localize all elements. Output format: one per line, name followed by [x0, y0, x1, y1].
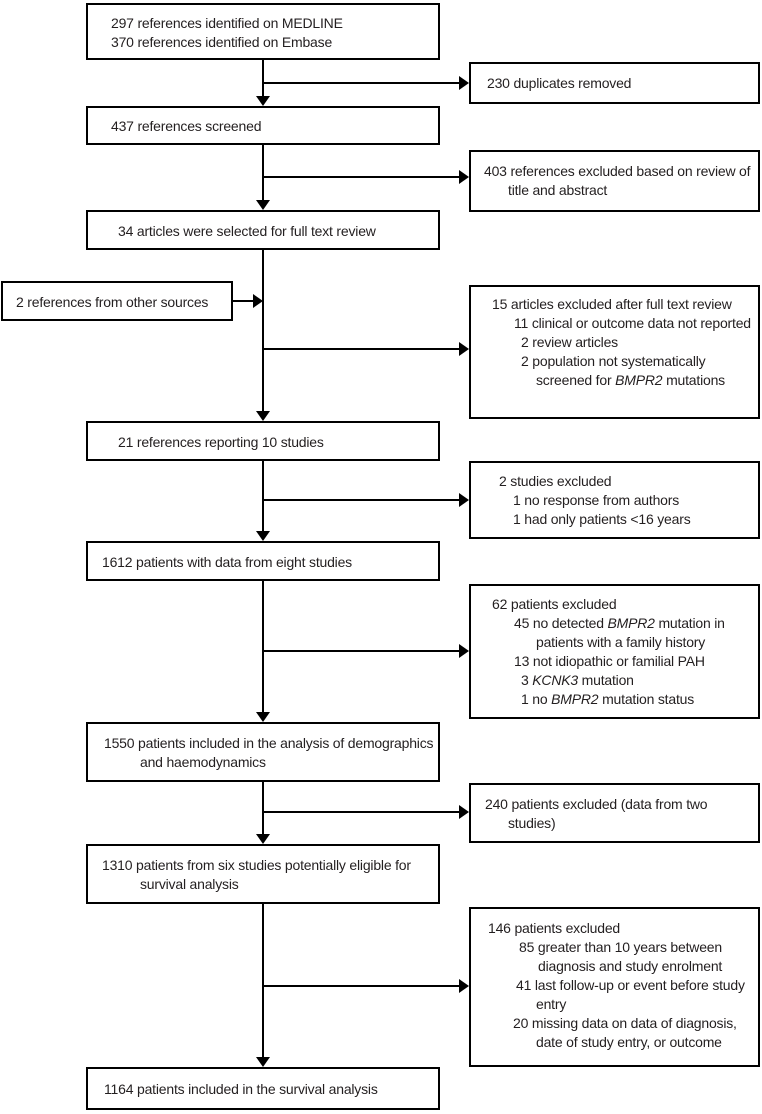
box-text-line: 1164 patients included in the survival a…	[104, 1081, 378, 1097]
box-other-sources: 2 references from other sources	[1, 281, 233, 321]
arrow-right-icon	[459, 76, 469, 90]
box-text-line: 437 references screened	[111, 118, 262, 134]
arrow-down-icon	[256, 712, 270, 722]
box-text-line: 41 last follow-up or event before study …	[516, 977, 745, 1012]
box-survival-analysis: 1164 patients included in the survival a…	[86, 1067, 440, 1110]
box-text-line: 15 articles excluded after full text rev…	[492, 296, 732, 312]
box-patients-excluded-240: 240 patients excluded (data from two stu…	[469, 783, 760, 843]
arrow-right-icon	[459, 493, 469, 507]
arrow-right-icon	[459, 979, 469, 993]
box-excluded-title-abstract: 403 references excluded based on review …	[469, 150, 760, 212]
arrow-down-icon	[256, 200, 270, 210]
box-text-line: 403 references excluded based on review …	[484, 163, 751, 198]
box-text-line: 370 references identified on Embase	[111, 34, 333, 50]
box-text-line: 34 articles were selected for full text …	[118, 223, 376, 239]
box-fulltext-review: 34 articles were selected for full text …	[86, 210, 440, 250]
arrow-right-icon	[459, 805, 469, 819]
box-text-line: 45 no detected BMPR2 mutation in patient…	[514, 615, 725, 650]
flow-line-branch-1	[263, 82, 460, 84]
box-text-line: 1 no BMPR2 mutation status	[521, 691, 695, 707]
box-text-line: 240 patients excluded (data from two stu…	[485, 796, 708, 831]
box-text-line: 146 patients excluded	[488, 920, 621, 936]
box-text-line: 1612 patients with data from eight studi…	[102, 554, 352, 570]
flow-line-vertical-4	[262, 461, 264, 533]
box-text-line: 13 not idiopathic or familial PAH	[514, 653, 705, 669]
box-eligible-survival: 1310 patients from six studies potential…	[86, 844, 440, 904]
flow-line-other-sources	[233, 300, 254, 302]
box-references-screened: 437 references screened	[86, 106, 440, 145]
box-text-line: 230 duplicates removed	[487, 75, 632, 91]
box-text-line: 62 patients excluded	[492, 596, 617, 612]
box-references-identified: 297 references identified on MEDLINE 370 …	[86, 3, 440, 60]
box-patients-excluded-146: 146 patients excluded 85 greater than 10 …	[469, 907, 760, 1067]
arrow-right-icon	[459, 170, 469, 184]
flow-line-vertical-1	[262, 60, 264, 99]
arrow-right-icon	[253, 294, 263, 308]
arrow-right-icon	[459, 644, 469, 658]
flow-line-branch-4	[263, 499, 460, 501]
box-text-line: 2 references from other sources	[16, 294, 209, 310]
flow-line-vertical-7	[262, 904, 264, 1059]
box-text-line: 21 references reporting 10 studies	[118, 434, 324, 450]
flow-line-branch-7	[263, 985, 460, 987]
flow-line-vertical-5	[262, 581, 264, 714]
box-patients-excluded-62: 62 patients excluded 45 no detected BMPR2…	[469, 584, 760, 719]
flow-line-vertical-6	[262, 782, 264, 836]
flow-line-branch-2	[263, 176, 460, 178]
box-text-line: 1550 patients included in the analysis o…	[104, 735, 434, 770]
flow-line-branch-6	[263, 811, 460, 813]
arrow-down-icon	[256, 96, 270, 106]
arrow-down-icon	[256, 531, 270, 541]
flow-line-vertical-3	[262, 250, 264, 413]
arrow-down-icon	[256, 834, 270, 844]
box-text-line: 20 missing data on data of diagnosis, da…	[513, 1015, 737, 1050]
box-text-line: 85 greater than 10 years between diagnos…	[519, 939, 723, 974]
box-text-line: 2 population not systematically screened…	[521, 353, 725, 388]
box-text-line: 1310 patients from six studies potential…	[102, 857, 411, 892]
arrow-down-icon	[256, 1057, 270, 1067]
box-text-line: 11 clinical or outcome data not reported	[514, 315, 751, 331]
box-references-reporting: 21 references reporting 10 studies	[86, 421, 440, 461]
box-patients-eight-studies: 1612 patients with data from eight studi…	[86, 541, 440, 581]
box-text-line: 297 references identified on MEDLINE	[111, 15, 343, 31]
box-excluded-fulltext: 15 articles excluded after full text rev…	[469, 285, 760, 419]
box-text-line: 2 studies excluded	[499, 473, 612, 489]
box-text-line: 1 no response from authors	[513, 492, 680, 508]
box-duplicates-removed: 230 duplicates removed	[469, 62, 760, 104]
flow-line-branch-3	[263, 348, 460, 350]
box-text-line: 2 review articles	[521, 334, 618, 350]
box-studies-excluded: 2 studies excluded 1 no response from aut…	[469, 461, 760, 539]
box-text-line: 3 KCNK3 mutation	[521, 672, 634, 688]
box-analysis-demographics: 1550 patients included in the analysis o…	[86, 722, 440, 782]
arrow-right-icon	[459, 342, 469, 356]
arrow-down-icon	[256, 411, 270, 421]
box-text-line: 1 had only patients <16 years	[513, 511, 691, 527]
flow-line-branch-5	[263, 650, 460, 652]
flow-line-vertical-2	[262, 145, 264, 202]
